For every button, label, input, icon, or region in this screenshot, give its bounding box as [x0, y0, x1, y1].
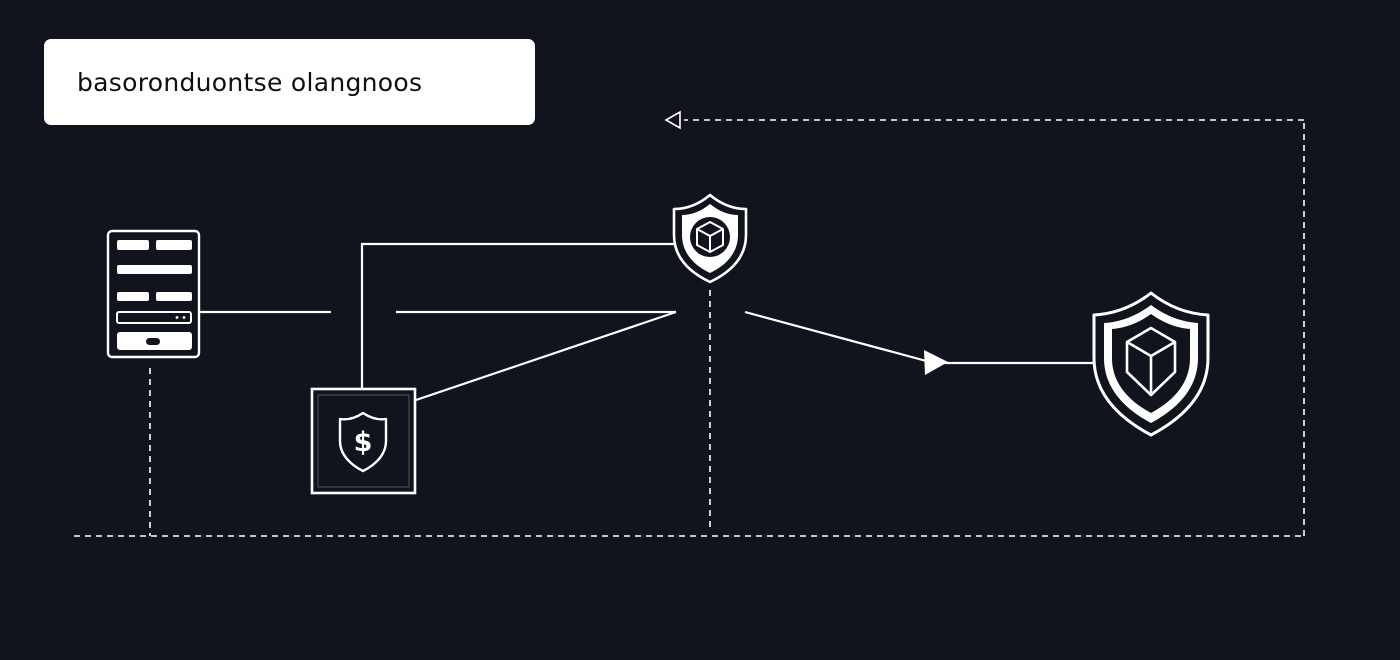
server-form-icon: [116, 240, 192, 350]
target-arrowhead-icon: [924, 350, 948, 375]
solid-connectors: [200, 242, 1094, 402]
payment-node[interactable]: $: [310, 387, 417, 495]
title-card: basoronduontse olangnoos: [44, 39, 535, 125]
target-shield-node[interactable]: [1092, 291, 1210, 437]
diagram-title: basoronduontse olangnoos: [77, 67, 423, 97]
dollar-sign-icon: $: [354, 427, 373, 458]
payment-frame: [310, 387, 417, 495]
gateway-to-target-arrow-line: [744, 310, 931, 364]
dashed-return-loop: [74, 119, 1305, 537]
shield-cube-icon: [696, 221, 724, 253]
target-shield-cube-icon: [1125, 326, 1177, 397]
dollar-shield-icon: [338, 411, 388, 473]
return-arrowhead-icon: [664, 110, 681, 130]
payment-to-gateway-line: [360, 242, 676, 388]
payment-diagonal-line: [415, 310, 677, 402]
server-frame: [106, 229, 201, 359]
gateway-shield-node[interactable]: [672, 193, 748, 284]
server-node[interactable]: [106, 229, 201, 359]
